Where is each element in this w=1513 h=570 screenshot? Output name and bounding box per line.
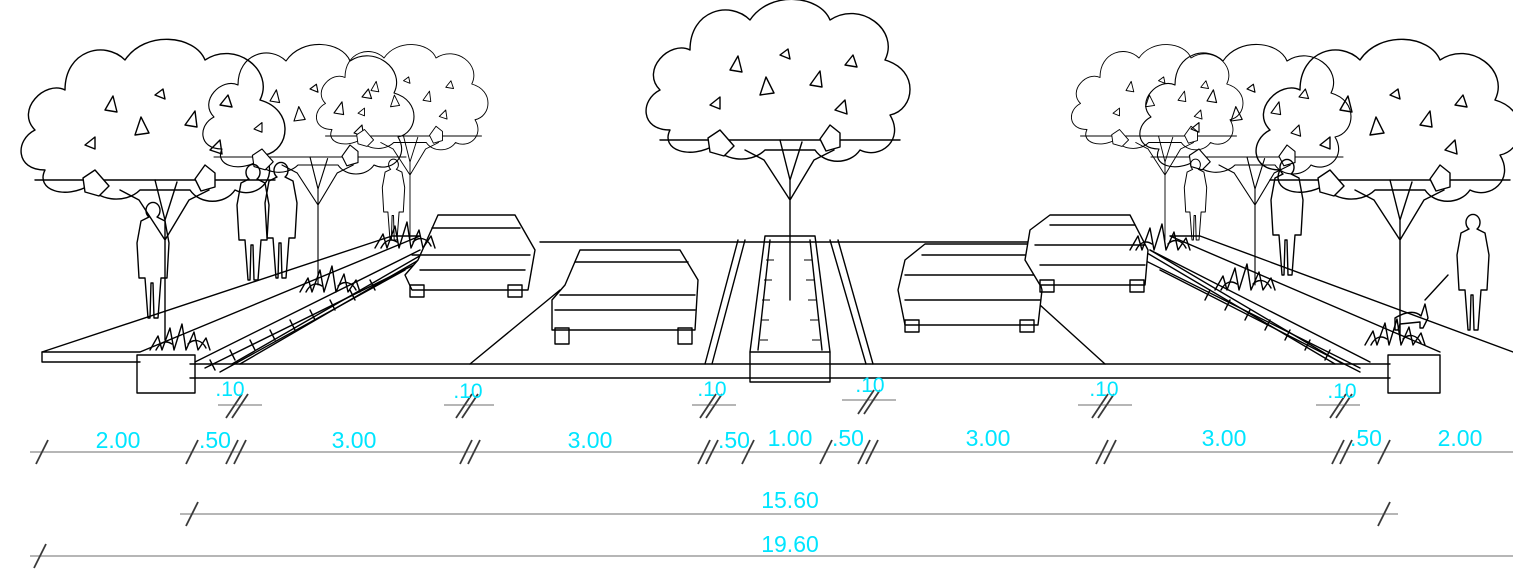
- lane-line-4: [1039, 304, 1106, 365]
- carriageway: [189, 239, 1391, 379]
- dim-label-lane-1: 3.00: [332, 427, 377, 453]
- dim-label-small-3: .10: [697, 378, 726, 401]
- lane-line-2: [704, 239, 746, 365]
- shrub-right-1: [1129, 223, 1191, 251]
- shrub-left-2: [299, 265, 361, 293]
- dim-label-small-1: .10: [215, 378, 244, 401]
- dimension-lines: [30, 389, 1513, 569]
- dimension-labels-small: .10 .10 .10 .10 .10 .10: [215, 374, 1356, 403]
- pedestrian-left-1: [136, 201, 170, 319]
- dim-label-sidewalk-left: 2.00: [96, 427, 141, 453]
- dimension-labels-main: 2.00 .50 3.00 3.00 .50 1.00 .50 3.00 3.0…: [96, 425, 1483, 453]
- shrub-left-3: [374, 221, 436, 249]
- dim-label-sidewalk-right: 2.00: [1438, 425, 1483, 451]
- dim-label-overall-total: 19.60: [761, 531, 819, 557]
- left-planter-box: [136, 354, 196, 394]
- dim-label-verge-right: .50: [1350, 425, 1382, 451]
- dim-label-median: 1.00: [768, 425, 813, 451]
- median-tree: [645, 0, 911, 301]
- shrub-left-1: [149, 323, 211, 351]
- dim-label-lane-4: 3.00: [1202, 425, 1247, 451]
- dim-label-lane-3: 3.00: [966, 425, 1011, 451]
- dim-label-carriageway-total: 15.60: [761, 487, 819, 513]
- car-right-near: [897, 243, 1043, 333]
- dim-label-small-6: .10: [1327, 380, 1356, 403]
- dog-icon: [1394, 274, 1449, 331]
- dim-label-small-4: .10: [855, 374, 884, 397]
- dim-label-verge-left: .50: [199, 427, 231, 453]
- left-sidewalk: [41, 235, 429, 394]
- lane-line-3: [829, 239, 874, 365]
- pedestrian-left-4: [381, 158, 406, 241]
- lane-line-1: [469, 289, 561, 365]
- car-right-far: [1024, 214, 1149, 293]
- left-curb-line: [231, 249, 437, 365]
- tree-right-1: [1070, 44, 1244, 241]
- right-planter-box: [1387, 354, 1441, 394]
- tree-left-2: [202, 43, 415, 286]
- median: [645, 0, 911, 383]
- right-curb-line: [1141, 249, 1344, 365]
- pedestrian-left-2: [236, 163, 270, 281]
- car-left-near: [551, 249, 699, 345]
- dim-label-small-2: .10: [453, 380, 482, 403]
- tree-left-3: [315, 44, 489, 241]
- car-left-far: [404, 214, 536, 298]
- pedestrian-right-3: [1456, 213, 1490, 331]
- tree-right-3: [1255, 38, 1513, 341]
- dim-label-lane-2: 3.00: [568, 427, 613, 453]
- dim-label-small-5: .10: [1089, 378, 1118, 401]
- dim-label-median-shoulder-right: .50: [832, 425, 864, 451]
- pedestrian-right-1: [1183, 158, 1208, 241]
- dim-label-median-shoulder-left: .50: [718, 427, 750, 453]
- pedestrian-right-2: [1270, 158, 1304, 276]
